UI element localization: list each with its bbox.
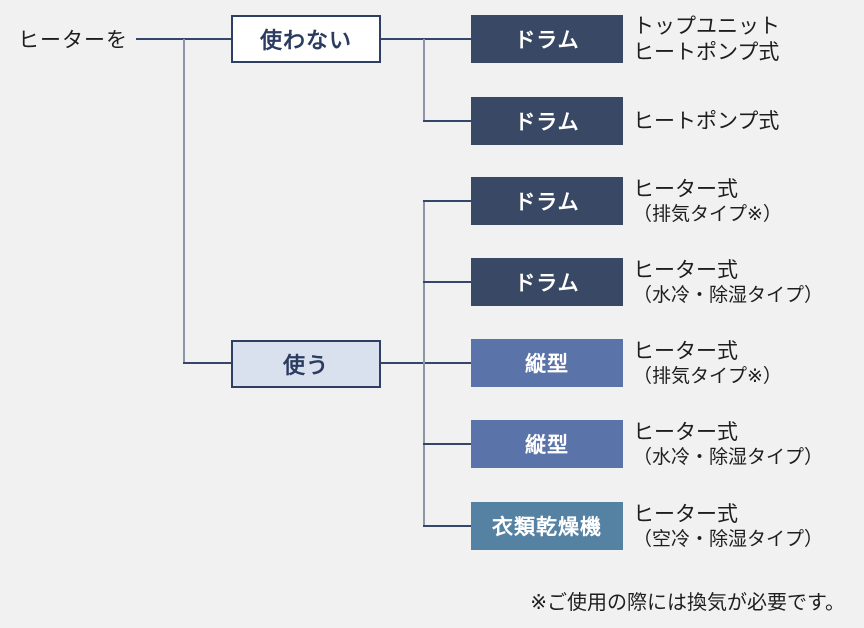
leaf-label-line: （水冷・除湿タイプ） — [633, 445, 824, 468]
connector-yes-branch-vertical — [423, 200, 425, 527]
leaf-label-line: ヒーター式 — [633, 257, 738, 282]
machine-type-box: ドラム — [471, 97, 623, 145]
root-node-label: ヒーターを — [18, 28, 128, 52]
connector-no-branch-vertical — [423, 39, 425, 122]
leaf-label-line: ヒートポンプ式 — [633, 109, 780, 133]
leaf-label: ヒートポンプ式 — [633, 97, 858, 145]
leaf-label-line: ヒーター式 — [633, 176, 738, 201]
leaf-label-line: トップユニット — [633, 14, 780, 38]
leaf-label: ヒーター式 （排気タイプ※） — [633, 177, 858, 225]
machine-type-box: 衣類乾燥機 — [471, 502, 623, 550]
machine-type-box: 縦型 — [471, 420, 623, 468]
ventilation-footnote: ※ご使用の際には換気が必要です。 — [530, 590, 845, 614]
connector-to-leaf2 — [423, 120, 471, 122]
leaf-label-line: ヒーター式 — [633, 501, 738, 526]
leaf-label: ヒーター式 （排気タイプ※） — [633, 339, 858, 387]
leaf-label-line: （排気タイプ※） — [633, 202, 782, 225]
connector-root-branch-vertical — [183, 39, 185, 364]
machine-type-box: ドラム — [471, 15, 623, 63]
connector-to-leaf4 — [423, 281, 471, 283]
leaf-label: ヒーター式 （水冷・除湿タイプ） — [633, 258, 858, 306]
leaf-label: ヒーター式 （水冷・除湿タイプ） — [633, 420, 858, 468]
leaf-label: ヒーター式 （空冷・除湿タイプ） — [633, 502, 858, 550]
machine-type-box: ドラム — [471, 177, 623, 225]
connector-no-to-leaf1 — [381, 38, 471, 40]
connector-to-yes — [183, 362, 231, 364]
connector-to-leaf3 — [423, 200, 471, 202]
leaf-label-line: （水冷・除湿タイプ） — [633, 283, 824, 306]
machine-type-box: 縦型 — [471, 339, 623, 387]
connector-to-leaf6 — [423, 443, 471, 445]
leaf-label-line: ヒーター式 — [633, 419, 738, 444]
leaf-label-line: ヒーター式 — [633, 338, 738, 363]
leaf-label: トップユニット ヒートポンプ式 — [633, 14, 858, 64]
leaf-label-line: （空冷・除湿タイプ） — [633, 527, 824, 550]
leaf-label-line: ヒートポンプ式 — [633, 40, 780, 64]
leaf-label-line: （排気タイプ※） — [633, 364, 782, 387]
decision-box-use-heater: 使う — [231, 340, 381, 388]
decision-box-no-heater: 使わない — [231, 15, 381, 63]
connector-to-leaf7 — [423, 525, 471, 527]
connector-yes-to-leaf5 — [381, 362, 471, 364]
machine-type-box: ドラム — [471, 258, 623, 306]
